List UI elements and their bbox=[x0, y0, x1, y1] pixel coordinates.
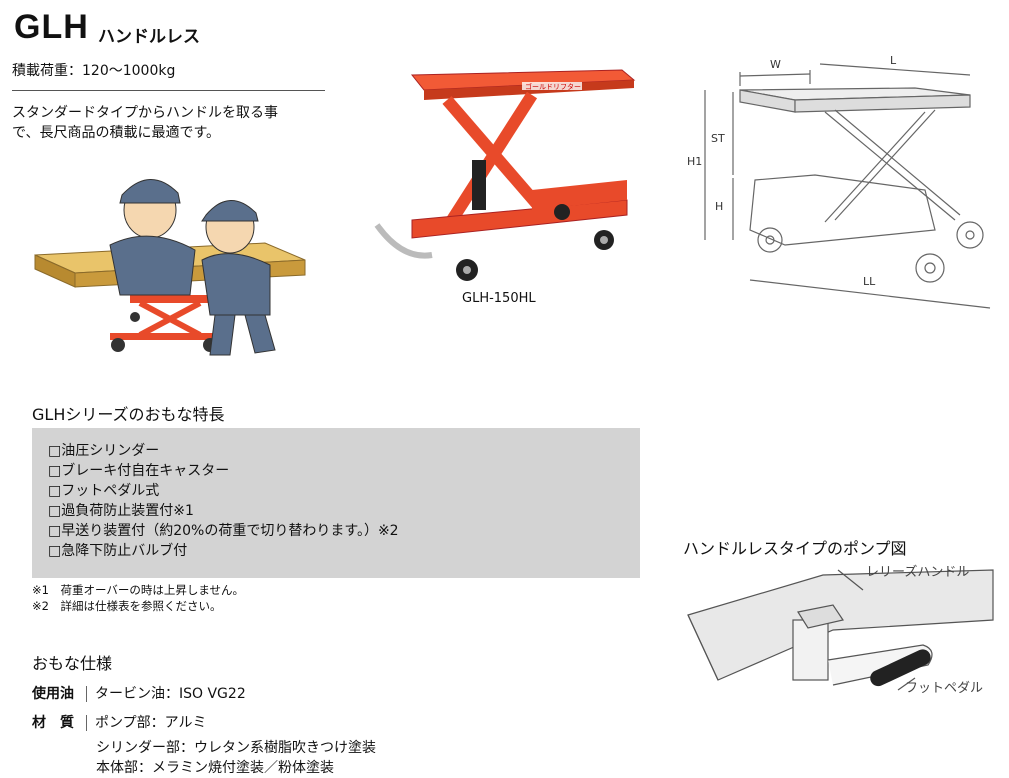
features-heading: GLHシリーズのおもな特長 bbox=[32, 405, 225, 424]
features-box: □油圧シリンダー □ブレーキ付自在キャスター □フットペダル式 □過負荷防止装置… bbox=[32, 428, 640, 578]
label-st: ST bbox=[711, 132, 725, 145]
spec-oil-value: タービン油：ISO VG22 bbox=[95, 686, 246, 702]
load-capacity: 積載荷重：120～1000kg bbox=[12, 63, 176, 79]
product-title: GLH bbox=[14, 8, 89, 46]
label-l: L bbox=[890, 54, 897, 67]
specs-heading: おもな仕様 bbox=[32, 654, 113, 673]
spec-material-label: 材 質 bbox=[32, 715, 74, 731]
pump-diagram-title: ハンドルレスタイプのポンプ図 bbox=[683, 539, 907, 558]
product-caption: GLH-150HL bbox=[462, 291, 536, 306]
divider bbox=[12, 90, 325, 91]
workers-illustration bbox=[34, 179, 306, 356]
feature-item: □フットペダル式 bbox=[48, 483, 160, 499]
foot-pedal-label: フットペダル bbox=[905, 681, 983, 696]
product-photo: ゴールドリフター bbox=[374, 69, 636, 281]
label-ll: LL bbox=[863, 275, 876, 288]
label-w: W bbox=[770, 58, 781, 71]
feature-item: □早送り装置付（約20%の荷重で切り替わります。）※2 bbox=[48, 523, 399, 539]
mini-lift-icon bbox=[110, 295, 220, 352]
features-list: □油圧シリンダー □ブレーキ付自在キャスター □フットペダル式 □過負荷防止装置… bbox=[32, 428, 640, 561]
spec-oil-row: 使用油 タービン油：ISO VG22 bbox=[32, 683, 246, 703]
label-h: H bbox=[715, 200, 723, 213]
spec-oil-label: 使用油 bbox=[32, 686, 74, 702]
worker-figure bbox=[201, 200, 276, 356]
feature-note: ※1 荷重オーバーの時は上昇しません。 bbox=[32, 583, 244, 597]
description-line: で、長尺商品の積載に最適です。 bbox=[12, 125, 221, 141]
worker-figure bbox=[109, 179, 196, 296]
feature-item: □急降下防止バルブ付 bbox=[48, 543, 188, 559]
spec-material-value: ポンプ部：アルミ bbox=[95, 715, 207, 731]
release-handle-label: レリーズハンドル bbox=[866, 564, 969, 580]
product-description: スタンダードタイプからハンドルを取る事 で、長尺商品の積載に最適です。 bbox=[12, 103, 322, 143]
foot-pedal-icon bbox=[870, 649, 931, 687]
pump-diagram: レリーズハンドル フットペダル bbox=[687, 564, 994, 696]
spec-material-row: 材 質 ポンプ部：アルミ bbox=[32, 712, 206, 732]
dimension-diagram: W L ST H1 H LL bbox=[687, 54, 991, 309]
feature-item: □油圧シリンダー bbox=[48, 443, 160, 459]
feature-note: ※2 詳細は仕様表を参照ください。 bbox=[32, 599, 222, 613]
spec-material-value: シリンダー部：ウレタン系樹脂吹きつけ塗装 bbox=[96, 740, 376, 756]
label-h1: H1 bbox=[687, 155, 702, 168]
feature-item: □過負荷防止装置付※1 bbox=[48, 503, 194, 519]
product-sticker-text: ゴールドリフター bbox=[525, 82, 581, 91]
product-subtitle: ハンドルレス bbox=[98, 27, 200, 47]
description-line: スタンダードタイプからハンドルを取る事 bbox=[12, 105, 278, 121]
spec-material-value: 本体部：メラミン焼付塗装／粉体塗装 bbox=[96, 760, 334, 776]
feature-item: □ブレーキ付自在キャスター bbox=[48, 463, 230, 479]
